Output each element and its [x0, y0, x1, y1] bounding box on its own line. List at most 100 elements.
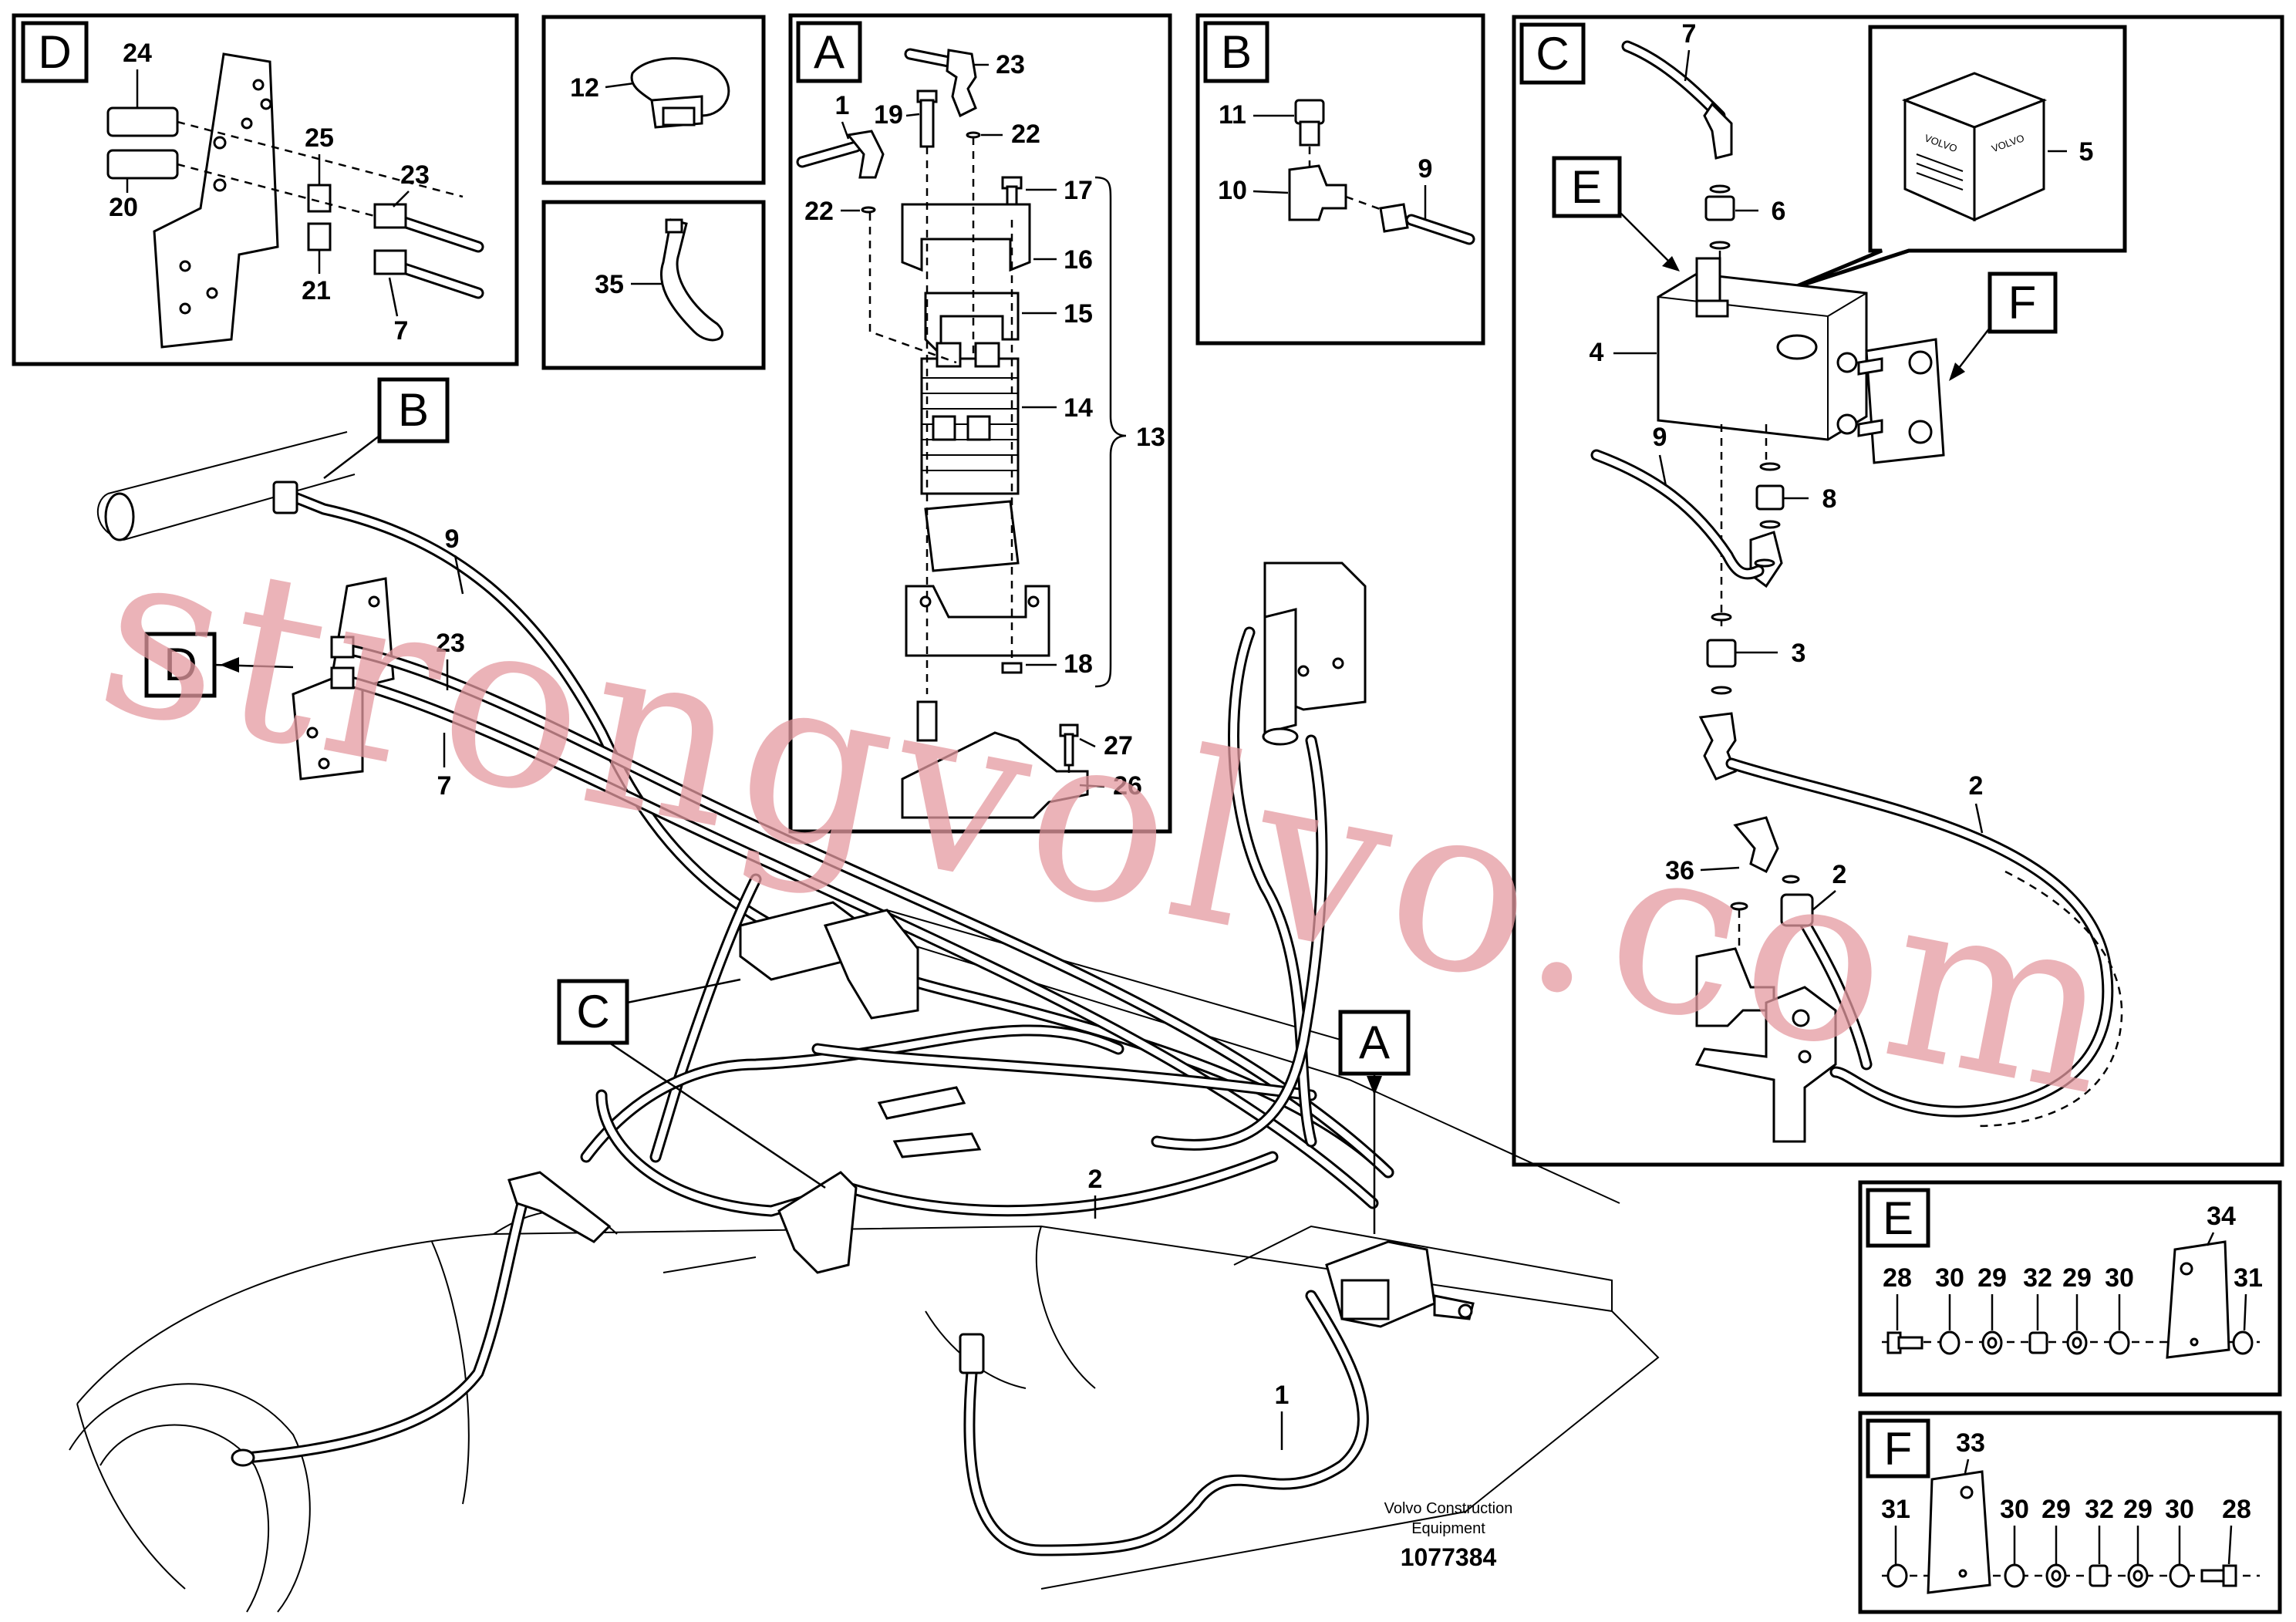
svg-text:7: 7: [394, 316, 409, 346]
panel-b: B 11 10 9: [1195, 13, 1485, 346]
svg-text:29: 29: [1977, 1263, 2007, 1293]
svg-text:31: 31: [1881, 1495, 1910, 1524]
a-callout-26: 26: [1079, 771, 1142, 801]
svg-text:A: A: [814, 26, 845, 78]
svg-text:35: 35: [595, 270, 624, 299]
a-callout-18: 18: [1026, 649, 1093, 679]
d-callout-21: 21: [302, 251, 331, 305]
svg-text:9: 9: [1418, 154, 1433, 184]
a-callout-22-left: 22: [804, 197, 860, 226]
footer-line2: Equipment: [1411, 1520, 1485, 1537]
svg-text:4: 4: [1590, 338, 1604, 367]
svg-text:19: 19: [874, 100, 903, 130]
c-callout-8: 8: [1783, 484, 1836, 514]
svg-text:17: 17: [1064, 176, 1093, 205]
svg-text:2: 2: [1969, 771, 1984, 801]
svg-text:31: 31: [2234, 1263, 2263, 1293]
svg-text:D: D: [164, 639, 197, 690]
panel-e: E 28 30 29 32: [1858, 1180, 2282, 1397]
e-callout-30b: 30: [2105, 1263, 2134, 1330]
svg-text:36: 36: [1665, 856, 1694, 885]
a-callout-19: 19: [874, 100, 920, 130]
svg-text:34: 34: [2207, 1202, 2236, 1231]
svg-text:12: 12: [570, 73, 599, 103]
svg-text:30: 30: [1935, 1263, 1964, 1293]
tag-b-main: B: [323, 377, 450, 479]
a-callout-1: 1: [835, 91, 850, 140]
svg-text:F: F: [1884, 1423, 1913, 1475]
svg-text:22: 22: [1011, 120, 1040, 149]
svg-text:24: 24: [123, 39, 152, 68]
svg-text:33: 33: [1956, 1428, 1985, 1458]
tie-callout-35: 35: [595, 270, 662, 299]
f-callout-29a: 29: [2041, 1495, 2071, 1564]
svg-text:11: 11: [1219, 100, 1246, 130]
f-callout-29b: 29: [2123, 1495, 2153, 1564]
d-callout-23: 23: [393, 160, 430, 207]
svg-text:1: 1: [835, 91, 850, 120]
svg-text:27: 27: [1104, 731, 1133, 760]
b-callout-10: 10: [1218, 176, 1289, 205]
svg-text:D: D: [38, 26, 71, 78]
svg-text:9: 9: [445, 524, 460, 554]
e-callout-29a: 29: [1977, 1263, 2007, 1330]
c-callout-36: 36: [1665, 856, 1740, 885]
c-callout-3: 3: [1735, 639, 1805, 668]
svg-text:18: 18: [1064, 649, 1093, 679]
b-callout-9: 9: [1418, 154, 1433, 220]
svg-text:30: 30: [2165, 1495, 2194, 1524]
svg-text:23: 23: [400, 160, 430, 190]
c-callout-6: 6: [1735, 197, 1785, 226]
f-callout-30a: 30: [2000, 1495, 2029, 1564]
svg-text:14: 14: [1064, 393, 1093, 423]
svg-text:E: E: [1571, 161, 1602, 213]
panel-d: D 24 20 25: [12, 13, 519, 366]
svg-text:7: 7: [1682, 19, 1697, 49]
tag-a-main: A: [1338, 1010, 1411, 1234]
d-callout-20: 20: [109, 177, 138, 222]
svg-text:25: 25: [305, 123, 334, 153]
a-callout-16: 16: [1033, 245, 1093, 275]
svg-text:B: B: [398, 384, 429, 436]
svg-text:F: F: [2008, 277, 2037, 329]
svg-text:2: 2: [1832, 860, 1847, 889]
a-callout-14: 14: [1022, 393, 1093, 423]
e-callout-29b: 29: [2062, 1263, 2092, 1330]
svg-text:6: 6: [1772, 197, 1786, 226]
main-callout-1: 1: [1275, 1381, 1290, 1450]
panel-tie: 35: [541, 200, 766, 370]
main-callout-23: 23: [436, 629, 465, 690]
d-callout-24: 24: [123, 39, 152, 108]
svg-text:5: 5: [2079, 137, 2094, 167]
panel-a: A: [788, 13, 1172, 834]
svg-text:2: 2: [1088, 1165, 1103, 1194]
f-callout-32: 32: [2085, 1495, 2114, 1564]
svg-text:13: 13: [1136, 423, 1165, 452]
svg-text:23: 23: [996, 50, 1025, 79]
a-callout-17: 17: [1026, 176, 1093, 205]
svg-text:21: 21: [302, 276, 331, 305]
a-callout-15: 15: [1022, 299, 1093, 329]
svg-text:10: 10: [1218, 176, 1247, 205]
svg-text:29: 29: [2062, 1263, 2092, 1293]
a-callout-23: 23: [973, 50, 1025, 79]
d-callout-25: 25: [305, 123, 334, 185]
e-callout-28: 28: [1883, 1263, 1912, 1330]
e-callout-30a: 30: [1935, 1263, 1964, 1330]
svg-text:26: 26: [1113, 771, 1142, 801]
svg-text:22: 22: [804, 197, 834, 226]
tag-d-main: D: [144, 632, 294, 698]
svg-text:B: B: [1221, 26, 1252, 78]
footer-line1: Volvo Construction: [1384, 1500, 1513, 1517]
e-callout-31: 31: [2234, 1263, 2263, 1331]
svg-text:20: 20: [109, 193, 138, 222]
c-callout-9: 9: [1653, 423, 1667, 487]
a-callout-13: 13: [1136, 423, 1165, 452]
main-callout-7: 7: [437, 733, 451, 801]
f-callout-30b: 30: [2165, 1495, 2194, 1564]
svg-text:C: C: [576, 986, 609, 1037]
c-callout-4: 4: [1590, 338, 1657, 367]
tag-c-main: C: [557, 978, 826, 1189]
panel-f: F 33 31 30 29 32: [1858, 1411, 2282, 1614]
svg-text:1: 1: [1275, 1381, 1290, 1410]
